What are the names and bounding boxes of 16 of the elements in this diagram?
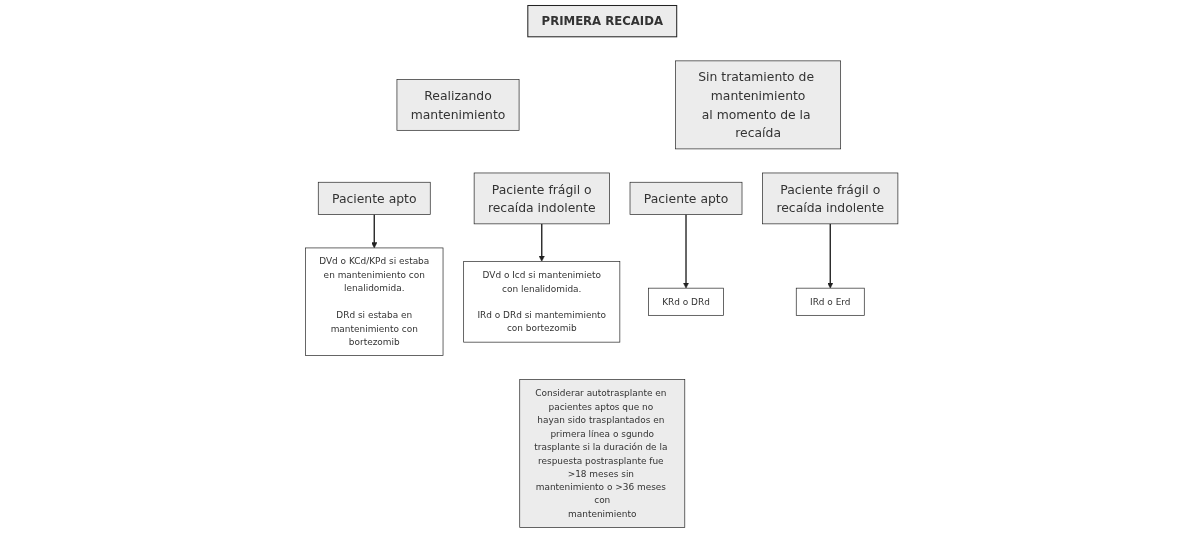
node-box: Paciente frágil o recaída indolente [762,172,899,225]
node-box: Realizando mantenimiento [396,79,520,131]
arrow [683,213,690,289]
node-box: Considerar autotrasplante en pacientes aptos que no hayan sido trasplantados en primera línea o sgundo trasplante si la duración de la respuesta postrasplante fue >18 meses sin mantenimiento o >36 meses con mantenimiento [519,379,686,528]
node-box: DVd o Icd si mantenimieto con lenalidomida. IRd o DRd si mantemimiento con bortezomib [463,261,621,343]
node-box: Paciente apto [630,181,743,215]
arrow [827,223,834,289]
node-box: DVd o KCd/KPd si estaba en mantenimiento con lenalidomida. DRd si estaba en mantenimiento con bortezomib [305,247,444,356]
node-box: Sin tratamiento de mantenimiento al momento de la recaída [675,60,842,150]
node-box: KRd o DRd [648,287,725,316]
node-box: PRIMERA RECAIDA [527,5,678,38]
node-box: Paciente apto [318,181,431,215]
arrow [539,223,546,262]
arrow [371,213,378,249]
node-box: Paciente frágil o recaída indolente [474,172,611,225]
node-box: IRd o Erd [796,287,865,316]
